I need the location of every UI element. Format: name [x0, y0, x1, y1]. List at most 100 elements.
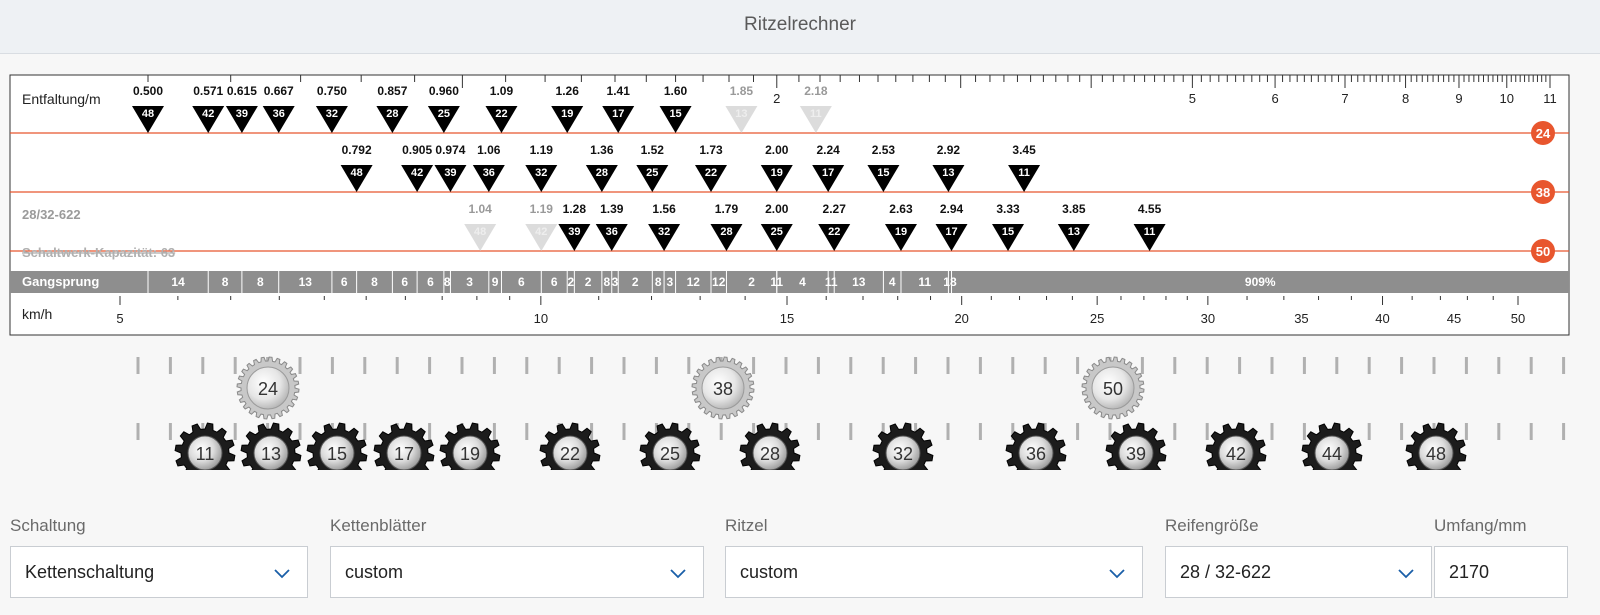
gear-triangle	[799, 106, 832, 133]
app-header: Ritzelrechner	[0, 0, 1600, 54]
cassette-cog-15[interactable]: 15	[306, 422, 368, 470]
gear-cog-label: 48	[474, 226, 486, 238]
gear-ratio-label: 0.615	[227, 84, 257, 98]
gear-triangle	[710, 224, 743, 251]
gear-ratio-label: 1.79	[715, 202, 739, 216]
gear-triangle	[992, 224, 1025, 251]
reifen-select[interactable]: 28 / 32-622	[1165, 546, 1432, 598]
gear-triangle	[760, 224, 793, 251]
gear-ratio-label: 1.36	[590, 143, 614, 157]
capacity-label: Schaltwerk-Kapazität: 63	[22, 245, 175, 260]
gear-triangle	[602, 106, 635, 133]
gear-cog-label: 42	[411, 167, 423, 179]
cog-label: 11	[196, 444, 215, 464]
gear-triangle	[636, 165, 669, 192]
chevron-down-icon	[670, 569, 686, 579]
gear-triangle	[659, 106, 692, 133]
gear-ratio-label: 1.41	[607, 84, 631, 98]
gear-ratio-label: 4.55	[1138, 202, 1162, 216]
cassette-cog-13[interactable]: 13	[240, 422, 302, 470]
gear-ratio-label: 2.00	[765, 202, 789, 216]
gear-ratio-label: 1.56	[652, 202, 676, 216]
gear-ratio-label: 1.19	[530, 202, 554, 216]
cog-face	[187, 435, 223, 470]
gangsprung-value: 6	[341, 275, 348, 289]
cassette-cog-42[interactable]: 42	[1205, 422, 1267, 470]
cassette-cog-28[interactable]: 28	[739, 422, 801, 470]
gear-cog-label: 19	[771, 167, 783, 179]
cog-face	[246, 366, 290, 410]
gear-ratio-label: 1.26	[556, 84, 580, 98]
gangsprung-background	[10, 271, 1569, 293]
bottom-tick-label: 20	[954, 311, 968, 326]
gear-triangle	[867, 165, 900, 192]
gear-ratio-label: 1.06	[477, 143, 501, 157]
cog-face	[552, 435, 588, 470]
gear-triangle	[585, 165, 618, 192]
gear-ratio-label: 1.04	[468, 202, 492, 216]
chevron-down-icon	[1109, 569, 1125, 579]
cassette-cog-19[interactable]: 19	[439, 422, 501, 470]
kettenblaetter-select[interactable]: custom	[330, 546, 704, 598]
gangsprung-value: 2	[585, 275, 592, 289]
gear-cog-label: 13	[735, 108, 747, 120]
gear-triangle	[812, 165, 845, 192]
gear-triangle	[192, 106, 225, 133]
cassette-cog-17[interactable]: 17	[373, 422, 435, 470]
gear-cog-label: 28	[596, 167, 608, 179]
top-tick-label: 11	[1543, 91, 1557, 106]
gangsprung-value: 8	[371, 275, 378, 289]
gear-markers: 0.500480.571420.615390.667360.750320.857…	[132, 84, 1166, 251]
cog-face	[452, 435, 488, 470]
bottom-tick-label: 5	[116, 311, 123, 326]
gear-ratio-label: 2.24	[817, 143, 841, 157]
cassette-cog-36[interactable]: 36	[1005, 422, 1067, 470]
gangsprung-value: 9	[492, 275, 499, 289]
gear-triangle	[558, 224, 591, 251]
chainring-gear-50[interactable]: 50	[1081, 356, 1145, 420]
umfang-input[interactable]: 2170	[1434, 546, 1568, 598]
gear-triangle	[818, 224, 851, 251]
gear-ratio-label: 2.92	[937, 143, 961, 157]
gear-ratio-label: 1.73	[699, 143, 723, 157]
gangsprung-value: 13	[852, 275, 866, 289]
gear-ratio-label: 2.94	[940, 202, 964, 216]
cassette-cog-11[interactable]: 11	[174, 422, 236, 470]
bottom-tick-label: 35	[1294, 311, 1308, 326]
reifen-value: 28 / 32-622	[1180, 562, 1272, 582]
schaltung-value: Kettenschaltung	[25, 562, 155, 582]
gear-cog-label: 42	[202, 108, 214, 120]
top-tick-label: 7	[1341, 91, 1348, 106]
cog-label: 38	[713, 379, 733, 399]
gear-triangle	[1133, 224, 1166, 251]
bottom-tick-label: 45	[1447, 311, 1461, 326]
gear-ratio-label: 2.63	[889, 202, 913, 216]
cassette-cog-25[interactable]: 25	[639, 422, 701, 470]
cassette-cog-39[interactable]: 39	[1105, 422, 1167, 470]
gangsprung-value: 3	[612, 275, 619, 289]
ritzel-select[interactable]: custom	[725, 546, 1143, 598]
kettenblaetter-label: Kettenblätter	[330, 516, 427, 535]
cog-label: 17	[394, 444, 414, 464]
chainring-gear-38[interactable]: 38	[691, 356, 755, 420]
gear-triangle	[262, 106, 295, 133]
gear-ratio-label: 3.45	[1012, 143, 1036, 157]
gear-cog-label: 17	[822, 167, 834, 179]
chainring-gear-24[interactable]: 24	[236, 356, 300, 420]
gangsprung-value: 14	[171, 275, 185, 289]
gear-ratio-label: 1.52	[641, 143, 665, 157]
schaltung-select[interactable]: Kettenschaltung	[10, 546, 308, 598]
cassette-cog-44[interactable]: 44	[1301, 422, 1363, 470]
gangsprung-value: 8	[222, 275, 229, 289]
reifen-label: Reifengröße	[1165, 516, 1259, 535]
bottom-scale-label: km/h	[22, 306, 52, 322]
gear-cog-label: 22	[705, 167, 717, 179]
gangsprung-value: 2	[748, 275, 755, 289]
cassette-cog-22[interactable]: 22	[539, 422, 601, 470]
cassette-cog-48[interactable]: 48	[1405, 422, 1467, 470]
cog-label: 32	[893, 444, 913, 464]
cassette-cog-32[interactable]: 32	[872, 422, 934, 470]
umfang-label: Umfang/mm	[1434, 516, 1527, 535]
